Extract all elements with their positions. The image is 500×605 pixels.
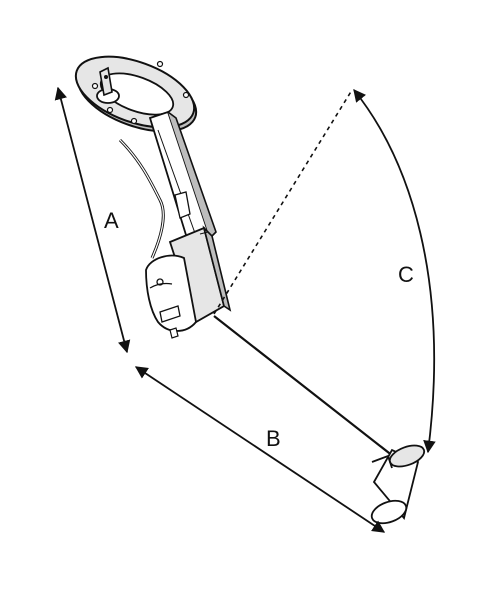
swing-radius-line — [213, 89, 353, 315]
mounting-flange — [74, 55, 198, 133]
flange-bolt-hole — [130, 117, 138, 125]
dimension-a: A — [54, 86, 131, 354]
dimension-c: C — [353, 89, 436, 454]
float — [370, 444, 426, 525]
dimension-a-label: A — [104, 208, 119, 233]
support-tube — [148, 110, 217, 250]
dimension-c-label: C — [398, 262, 414, 287]
sender-housing — [145, 225, 232, 339]
dimension-b: B — [134, 366, 386, 533]
flange-bolt-hole — [156, 60, 164, 68]
dimension-b-label: B — [266, 426, 281, 451]
flange-bolt-hole — [91, 82, 99, 90]
lead-wire — [118, 138, 165, 259]
flange-bolt-hole — [106, 106, 114, 114]
flange-bolt-hole — [182, 91, 190, 99]
